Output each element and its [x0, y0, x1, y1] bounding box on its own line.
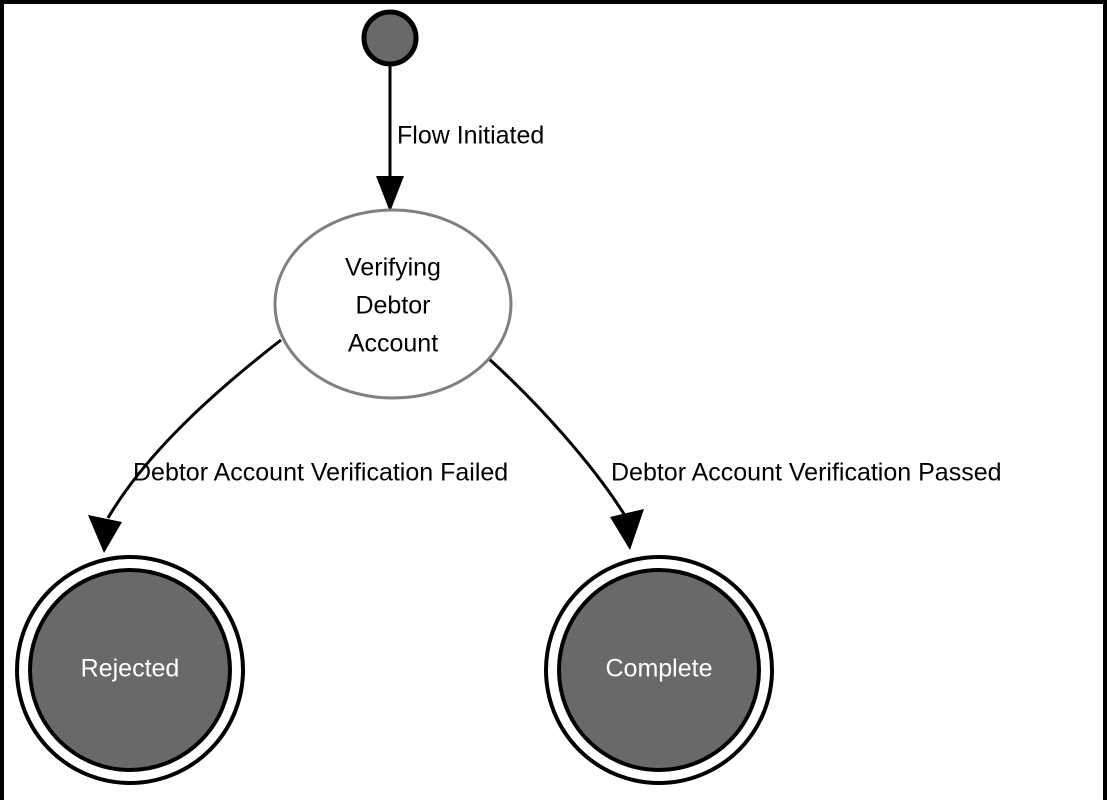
edge-line-verifying-to-complete [486, 356, 626, 515]
edge-verifying-to-complete[interactable]: Debtor Account Verification Passed [486, 356, 1002, 550]
verifying-state-label-line-1: Verifying [345, 254, 441, 282]
node-complete-final-state[interactable]: Complete [544, 555, 774, 785]
rejected-inner-disc [28, 568, 232, 772]
edge-initial-to-verifying[interactable]: Flow Initiated [376, 64, 544, 212]
node-initial-state[interactable] [361, 9, 419, 67]
complete-state-label: Complete [606, 655, 713, 683]
verifying-state-label-line-2: Debtor [355, 292, 430, 320]
arrowhead-verifying-to-rejected [88, 515, 122, 553]
arrowhead-initial-to-verifying [376, 176, 404, 212]
verifying-state-ellipse [273, 208, 513, 400]
edge-label-verification-passed: Debtor Account Verification Passed [611, 459, 1002, 487]
edge-label-flow-initiated: Flow Initiated [397, 122, 544, 150]
rejected-state-label: Rejected [81, 655, 180, 683]
edge-line-verifying-to-rejected [106, 338, 282, 519]
edge-verifying-to-rejected[interactable]: Debtor Account Verification Failed [88, 338, 508, 553]
verifying-state-label-line-3: Account [348, 330, 438, 358]
arrowhead-verifying-to-complete [610, 509, 644, 550]
node-rejected-final-state[interactable]: Rejected [15, 555, 245, 785]
edge-label-verification-failed: Debtor Account Verification Failed [133, 459, 508, 487]
initial-state-circle [361, 9, 419, 67]
complete-inner-disc [557, 568, 761, 772]
node-verifying-debtor-account[interactable]: Verifying Debtor Account [273, 208, 513, 400]
